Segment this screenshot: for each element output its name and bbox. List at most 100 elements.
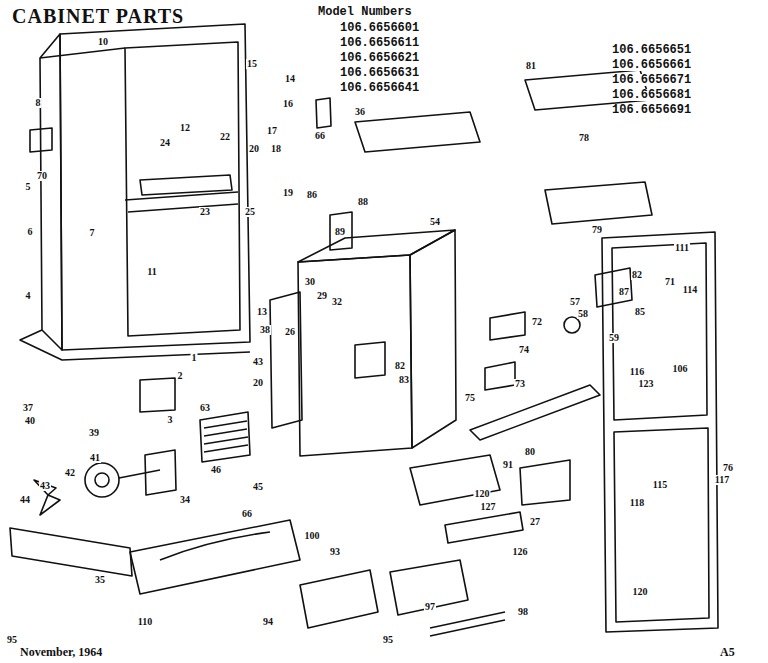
callout-number: 42	[64, 468, 76, 478]
callout-number: 59	[608, 333, 620, 343]
callout-number: 58	[577, 309, 589, 319]
model-number: 106.6656641	[340, 82, 419, 94]
model-number: 106.6656691	[612, 104, 691, 116]
fan-motor	[85, 463, 119, 497]
callout-number: 36	[354, 107, 366, 117]
crisper	[300, 570, 378, 628]
callout-number: 46	[210, 465, 222, 475]
callout-number: 87	[618, 287, 630, 297]
callout-number: 11	[146, 267, 157, 277]
callout-number: 72	[531, 317, 543, 327]
callout-number: 29	[316, 291, 328, 301]
callout-number: 14	[284, 74, 296, 84]
callout-number: 1	[191, 353, 198, 363]
callout-number: 63	[199, 403, 211, 413]
callout-number: 35	[94, 575, 106, 585]
callout-number: 44	[19, 495, 31, 505]
callout-number: 13	[256, 307, 268, 317]
callout-number: 114	[682, 285, 698, 295]
callout-number: 5	[25, 182, 32, 192]
callout-number: 110	[137, 617, 153, 627]
callout-number: 117	[714, 475, 730, 485]
fan-blade	[34, 480, 60, 515]
door	[602, 232, 718, 632]
callout-number: 54	[429, 217, 441, 227]
callout-number: 106	[672, 364, 689, 374]
drain-pan	[130, 520, 300, 594]
callout-number: 4	[25, 291, 32, 301]
callout-number: 123	[638, 379, 655, 389]
callout-number: 66	[314, 131, 326, 141]
divider-rail	[128, 204, 238, 212]
liner-front	[298, 255, 412, 456]
callout-number: 17	[266, 126, 278, 136]
callout-number: 95	[6, 635, 18, 645]
callout-number: 39	[88, 428, 100, 438]
callout-number: 70	[36, 171, 48, 181]
callout-number: 40	[24, 416, 36, 426]
hinge-bracket	[595, 268, 632, 307]
callout-number: 10	[97, 37, 109, 47]
callout-number: 89	[334, 227, 346, 237]
cover	[490, 312, 525, 340]
liner-side	[410, 230, 456, 448]
grille	[200, 412, 250, 462]
callout-number: 45	[252, 482, 264, 492]
callout-number: 75	[464, 393, 476, 403]
callout-number: 120	[632, 587, 649, 597]
callout-number: 24	[159, 138, 171, 148]
callout-number: 83	[398, 375, 410, 385]
callout-number: 20	[252, 378, 264, 388]
cabinet-shell	[60, 24, 250, 350]
callout-number: 85	[634, 307, 646, 317]
model-number: 106.6656631	[340, 67, 419, 79]
callout-number: 66	[241, 509, 253, 519]
callout-number: 20	[248, 144, 260, 154]
callout-number: 81	[525, 61, 537, 71]
callout-number: 80	[524, 447, 536, 457]
model-number: 106.6656661	[612, 59, 691, 71]
callout-number: 115	[652, 480, 668, 490]
callout-number: 37	[22, 403, 34, 413]
callout-number: 16	[282, 99, 294, 109]
food-door-liner	[614, 428, 709, 622]
callout-number: 12	[179, 123, 191, 133]
relay-bracket	[140, 378, 175, 412]
callout-number: 19	[282, 188, 294, 198]
callout-number: 78	[578, 133, 590, 143]
callout-number: 73	[514, 379, 526, 389]
diagram-title: CABINET PARTS	[12, 6, 184, 26]
callout-number: 43	[252, 357, 264, 367]
callout-number: 95	[382, 635, 394, 645]
callout-number: 15	[246, 59, 258, 69]
callout-number: 27	[529, 517, 541, 527]
meat-keeper	[410, 455, 500, 505]
motor-bracket	[145, 450, 176, 495]
callout-number: 127	[480, 502, 497, 512]
evaporator-plate	[270, 292, 302, 428]
callout-number: 8	[35, 98, 42, 108]
pan-tube	[160, 532, 270, 560]
grille-slats	[204, 421, 248, 452]
callout-number: 41	[89, 453, 101, 463]
callout-number: 38	[259, 325, 271, 335]
glass-shelf	[545, 182, 652, 224]
callout-number: 6	[27, 227, 34, 237]
cabinet-side	[40, 34, 62, 350]
basket	[520, 460, 570, 505]
callout-number: 97	[424, 602, 436, 612]
callout-number: 57	[569, 297, 581, 307]
footer-note: A5	[720, 646, 735, 658]
callout-number: 98	[517, 607, 529, 617]
callout-number: 86	[306, 190, 318, 200]
callout-number: 79	[591, 225, 603, 235]
callout-number: 94	[262, 617, 274, 627]
shelf-tray	[355, 112, 480, 152]
crisper	[390, 560, 468, 615]
callout-number: 93	[329, 547, 341, 557]
cabinet-opening	[125, 42, 240, 336]
footer-note: November, 1964	[20, 646, 102, 658]
callout-number: 111	[674, 243, 690, 253]
callout-number: 25	[244, 207, 256, 217]
model-number: Model Numbers	[318, 6, 412, 18]
